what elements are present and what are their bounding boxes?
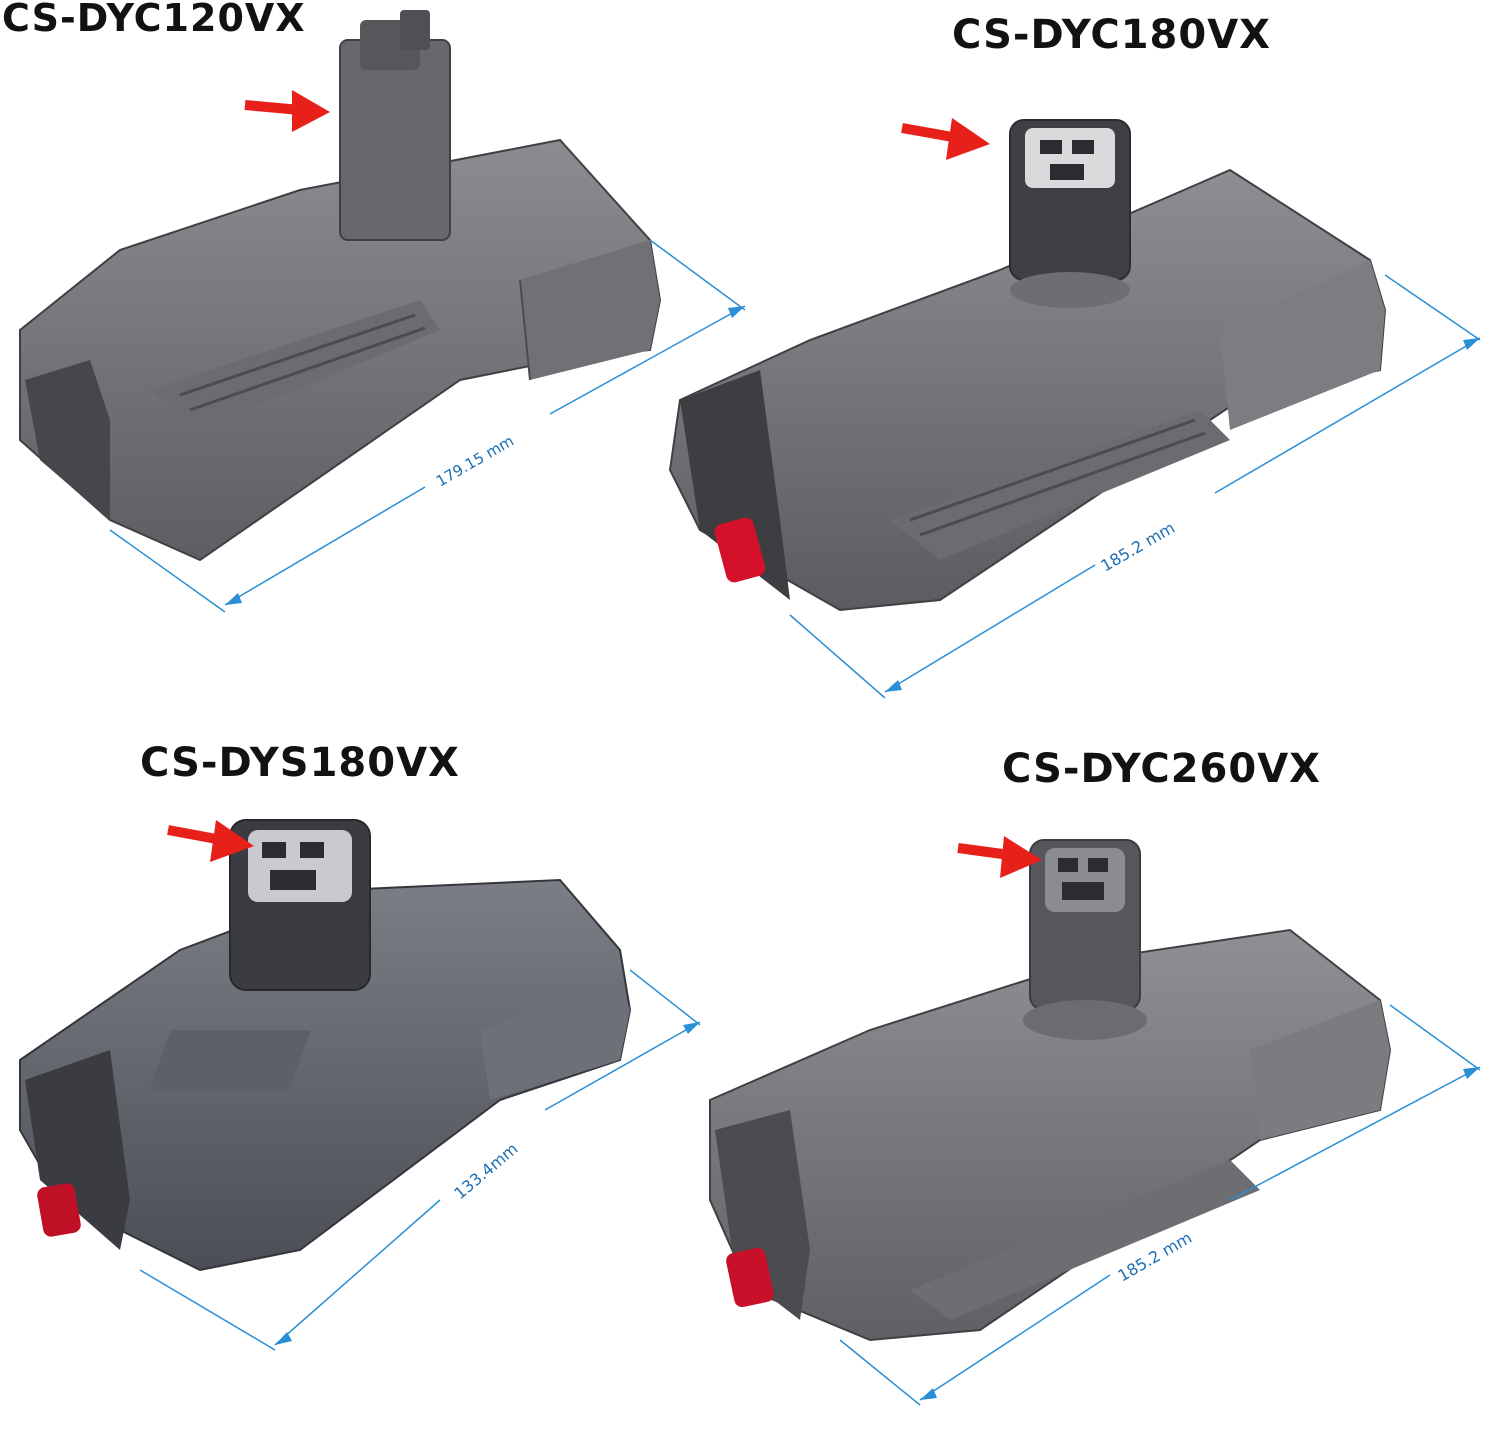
- battery-panel-3: 133.4mm CS-DYS180VX: [0, 730, 720, 1430]
- red-pointer-arrow-1: [244, 90, 330, 132]
- model-title-4: CS-DYC260VX: [1002, 746, 1321, 792]
- red-pointer-arrow-2: [901, 118, 990, 160]
- length-label-2: 185.2 mm: [1098, 518, 1179, 575]
- model-title-2: CS-DYC180VX: [952, 12, 1271, 58]
- model-title-1: CS-DYC120VX: [2, 0, 306, 40]
- length-label-3: 133.4mm: [450, 1139, 521, 1203]
- battery-panel-4: 185.2 mm CS-DYC260VX: [690, 730, 1500, 1430]
- battery-panel-2: 185.2 mm CS-DYC180VX: [640, 0, 1500, 720]
- battery-illustration-2: 185.2 mm: [668, 118, 1481, 699]
- red-pointer-arrow-3: [167, 820, 254, 862]
- battery-panel-1: 179.15 mm CS-DYC120VX: [0, 0, 760, 640]
- red-pointer-arrow-4: [957, 836, 1042, 878]
- length-label-1: 179.15 mm: [433, 432, 517, 491]
- model-title-3: CS-DYS180VX: [140, 740, 460, 786]
- battery-illustration-3: 133.4mm: [19, 819, 701, 1351]
- battery-illustration-1: 179.15 mm: [19, 10, 746, 613]
- battery-illustration-4: 185.2 mm: [709, 836, 1481, 1406]
